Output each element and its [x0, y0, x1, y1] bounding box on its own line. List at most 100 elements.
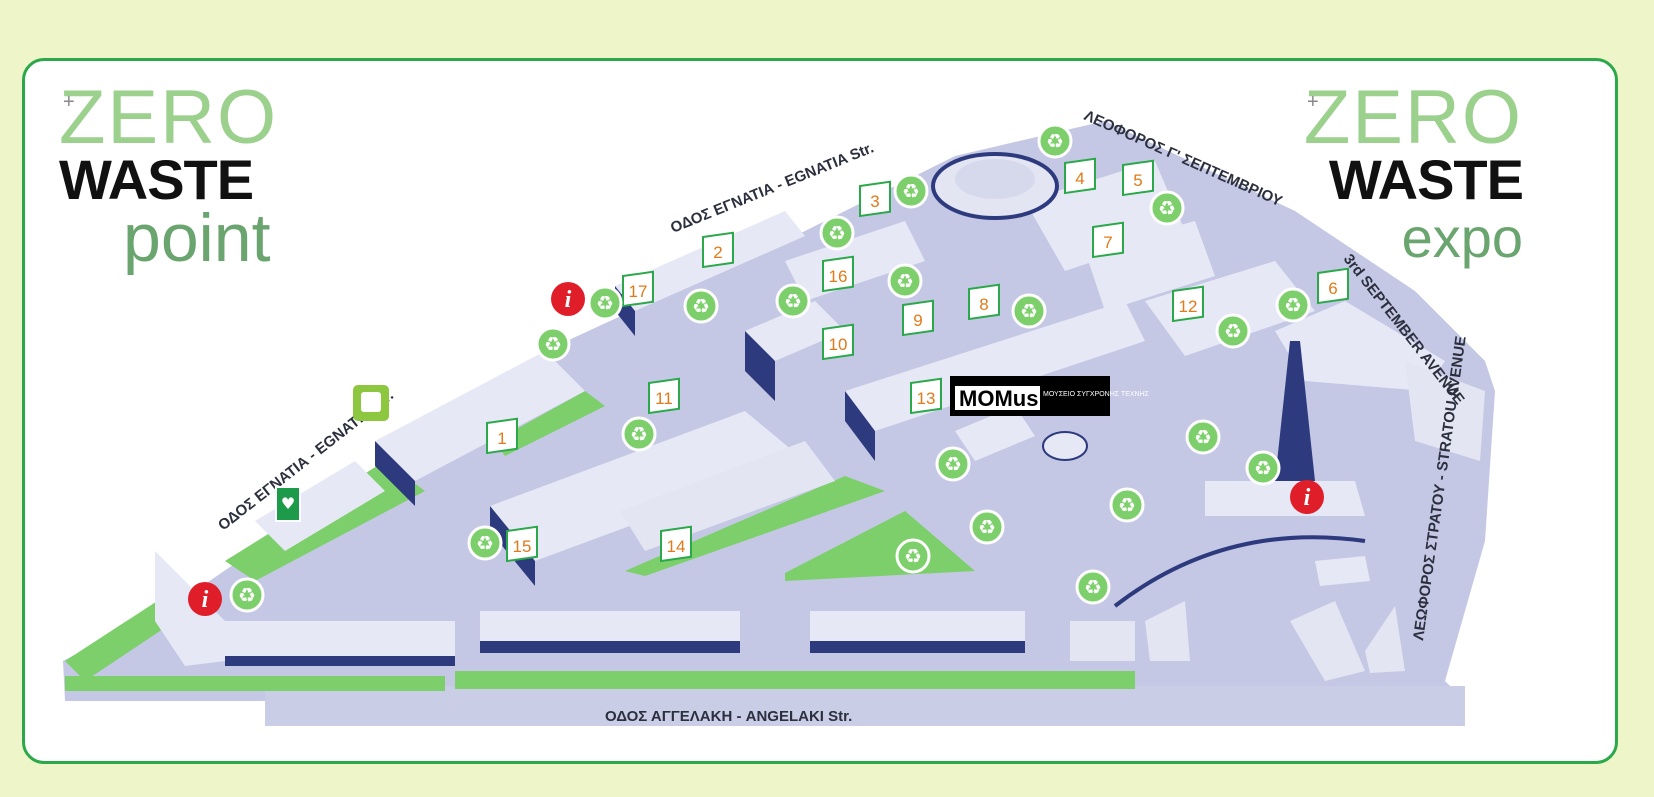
pavilion-10-label: 10: [822, 323, 854, 361]
pavilion-13-label: 13: [910, 377, 942, 415]
svg-text:♻: ♻: [978, 515, 996, 539]
logo-waste: WASTE: [1328, 148, 1524, 211]
zero-waste-expo-logo: + ZERO WASTE expo: [1303, 75, 1524, 269]
svg-text:♻: ♻: [1118, 493, 1136, 517]
recycle-icon: ♻: [969, 509, 1005, 545]
svg-text:♻: ♻: [1224, 319, 1242, 343]
svg-text:♻: ♻: [1254, 456, 1272, 480]
pavilion-11-label: 11: [648, 377, 680, 415]
svg-text:♻: ♻: [784, 289, 802, 313]
svg-text:♥: ♥: [281, 494, 295, 513]
recycle-icon: ♻: [1011, 293, 1047, 329]
logo-waste: WASTE: [59, 148, 254, 211]
recycle-icon: ♻: [467, 525, 503, 561]
momus-logo: MOMus: [959, 386, 1038, 411]
map-frame: ΟΔΟΣ ΕΓΝΑΤΙΑ - EGNATIA Str. ΟΔΟΣ ΕΓΝΑΤΙΑ…: [22, 58, 1618, 764]
pavilion-7-label: 7: [1092, 221, 1124, 259]
zero-waste-point-logo: + ZERO WASTE point: [59, 75, 319, 276]
bus-stop-icon: [353, 385, 389, 421]
recycle-icon: ♻: [895, 538, 931, 574]
svg-text:♻: ♻: [1046, 129, 1064, 153]
svg-text:14: 14: [667, 537, 686, 556]
svg-text:15: 15: [513, 537, 532, 556]
svg-text:3: 3: [870, 192, 879, 211]
svg-text:12: 12: [1179, 297, 1198, 316]
grass-left: [65, 596, 175, 681]
defibrillator-icon: ♥: [275, 486, 301, 522]
svg-text:♻: ♻: [944, 452, 962, 476]
grass-upper-left: [495, 391, 605, 456]
logo-point: point: [123, 200, 271, 276]
svg-text:♻: ♻: [1084, 575, 1102, 599]
recycle-icon: ♻: [893, 173, 929, 209]
pavilion-15-label: 15: [506, 525, 538, 563]
svg-text:8: 8: [979, 295, 988, 314]
recycle-icon: ♻: [535, 326, 571, 362]
plus-mark-icon: +: [1307, 91, 1319, 113]
svg-text:♻: ♻: [238, 583, 256, 607]
svg-text:♻: ♻: [476, 531, 494, 555]
plaza: [1042, 431, 1088, 461]
recycle-icon: ♻: [935, 446, 971, 482]
info-icon: i: [551, 282, 585, 316]
info-icon: i: [188, 582, 222, 616]
recycle-icon: ♻: [229, 577, 265, 613]
recycle-icon: ♻: [1185, 419, 1221, 455]
logo-zero: ZERO: [1303, 75, 1523, 160]
recycle-icon: ♻: [1149, 190, 1185, 226]
map-markers: ♻ ♻ ♻ ♻ ♻ ♻ ♻ ♻ ♻ ♻ ♻ ♻ ♻ ♻ ♻ ♻ ♻ ♻ ♻ ♻ ♻ ♻ i i i ♥: [188, 123, 1324, 616]
pavilion-14-label: 14: [660, 525, 692, 563]
svg-text:♻: ♻: [1158, 196, 1176, 220]
pavilion-2-label: 2: [702, 231, 734, 269]
svg-text:2: 2: [713, 243, 722, 262]
svg-text:♻: ♻: [1194, 425, 1212, 449]
pavilion-17-label: 17: [622, 270, 654, 308]
recycle-icon: ♻: [683, 288, 719, 324]
recycle-icon: ♻: [1215, 313, 1251, 349]
ote-tower: [1275, 341, 1315, 481]
svg-text:17: 17: [629, 282, 648, 301]
pavilion-9-label: 9: [902, 299, 934, 337]
svg-text:16: 16: [829, 267, 848, 286]
road-label-angelaki: ΟΔΟΣ ΑΓΓΕΛΑΚΗ - ANGELAKI Str.: [605, 708, 852, 725]
pavilion-3-label: 3: [859, 180, 891, 218]
pavilion-4-label: 4: [1064, 157, 1096, 195]
momus-sign: MOMus ΜΟΥΣΕΙΟ ΣΥΓΧΡΟΝΗΣ ΤΕΧΝΗΣ: [950, 376, 1150, 416]
svg-text:♻: ♻: [896, 269, 914, 293]
grass-strip: [455, 671, 1135, 689]
svg-text:10: 10: [829, 335, 848, 354]
recycle-icon: ♻: [775, 283, 811, 319]
recycle-icon: ♻: [819, 215, 855, 251]
recycle-icon: ♻: [1075, 569, 1111, 605]
svg-text:4: 4: [1075, 169, 1084, 188]
svg-text:1: 1: [497, 429, 506, 448]
pavilion-6-label: 6: [1317, 267, 1349, 305]
logo-zero: ZERO: [59, 75, 279, 160]
exhibition-site-map: ΟΔΟΣ ΕΓΝΑΤΙΑ - EGNATIA Str. ΟΔΟΣ ΕΓΝΑΤΙΑ…: [63, 107, 1495, 726]
momus-subtitle: ΜΟΥΣΕΙΟ ΣΥΓΧΡΟΝΗΣ ΤΕΧΝΗΣ: [1043, 391, 1150, 398]
svg-text:♻: ♻: [630, 422, 648, 446]
svg-text:i: i: [1304, 485, 1311, 511]
pavilion-1-label: 1: [486, 417, 518, 455]
svg-text:♻: ♻: [1020, 299, 1038, 323]
info-icon: i: [1290, 480, 1324, 514]
svg-text:♻: ♻: [596, 291, 614, 315]
svg-text:6: 6: [1328, 279, 1337, 298]
svg-text:i: i: [565, 287, 572, 313]
logo-expo: expo: [1401, 206, 1523, 269]
svg-text:13: 13: [917, 389, 936, 408]
svg-text:♻: ♻: [1284, 293, 1302, 317]
grass-strip: [65, 676, 445, 691]
svg-text:11: 11: [655, 389, 673, 408]
rotunda-top: [955, 159, 1035, 199]
entrance-arch: [1113, 535, 1366, 608]
recycle-icon: ♻: [887, 263, 923, 299]
recycle-icon: ♻: [1245, 450, 1281, 486]
svg-text:9: 9: [913, 311, 922, 330]
svg-text:♻: ♻: [902, 179, 920, 203]
svg-text:7: 7: [1103, 233, 1112, 252]
buildings: [155, 161, 1485, 681]
recycle-icon: ♻: [587, 285, 623, 321]
recycle-icon: ♻: [621, 416, 657, 452]
